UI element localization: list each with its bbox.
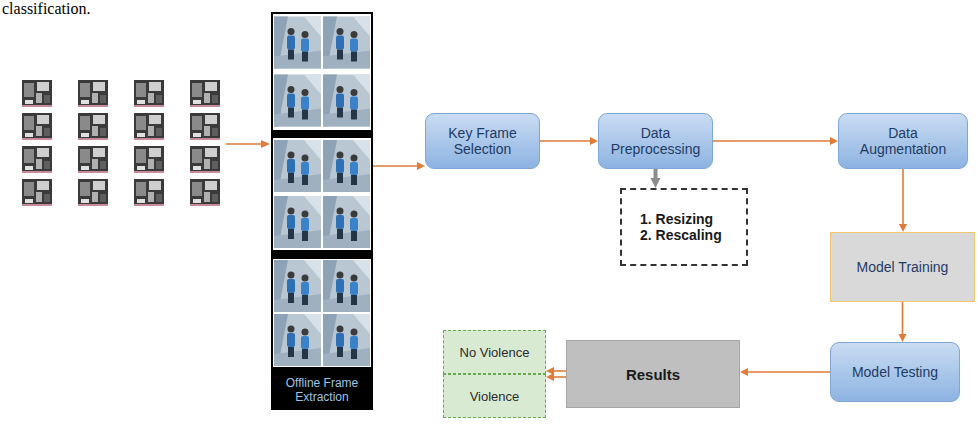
caption-fragment: classification. [2,0,90,18]
process-box: Key Frame Selection [425,113,540,169]
training-box: Model Training [830,232,975,302]
node-text: Model Testing [852,364,938,380]
node-text: Offline Frame Extraction [275,376,369,404]
node-text: 2. Rescaling [640,227,722,243]
arrow-line [902,169,904,225]
arrow-head [899,334,907,342]
node-text: Results [626,366,680,383]
node-text: Violence [470,389,520,404]
class-box: No Violence [443,330,546,374]
arrow-head [590,137,598,145]
step-list-box: 1. Resizing2. Rescaling [620,188,748,266]
flow-arrow [546,373,566,381]
arrow-head [830,137,838,145]
node-text: Data Preprocessing [607,125,704,157]
flow-arrow [740,368,830,376]
arrow-line [713,140,831,142]
node-text: 1. Resizing [640,211,713,227]
process-box: Data Preprocessing [598,113,713,169]
arrow-head [899,224,907,232]
flow-arrow [899,169,907,232]
node-text: Data Augmentation [847,125,959,157]
arrow-line [747,371,830,373]
flow-arrow [546,367,566,375]
results-box: Results [566,340,740,408]
flow-arrow [540,137,598,145]
arrow-line [540,140,591,142]
arrow-line [654,169,658,179]
node-text: Model Training [857,259,949,275]
arrow-line [553,376,566,378]
process-box: Data Augmentation [838,113,968,169]
node-text: No Violence [460,345,530,360]
flow-arrow [373,162,425,170]
arrow-head [546,373,554,381]
process-box: Model Testing [830,342,960,402]
flow-arrow [651,169,661,188]
arrow-line [902,302,904,335]
frame-extraction-panel: Offline Frame Extraction [271,12,373,410]
arrow-line [373,165,418,167]
arrow-head [740,368,748,376]
flow-arrow [899,302,907,342]
arrow-head [651,178,661,188]
flow-arrow [713,137,838,145]
arrow-line [553,370,566,372]
arrow-head [417,162,425,170]
node-text: Key Frame Selection [434,125,531,157]
class-box: Violence [443,374,546,418]
